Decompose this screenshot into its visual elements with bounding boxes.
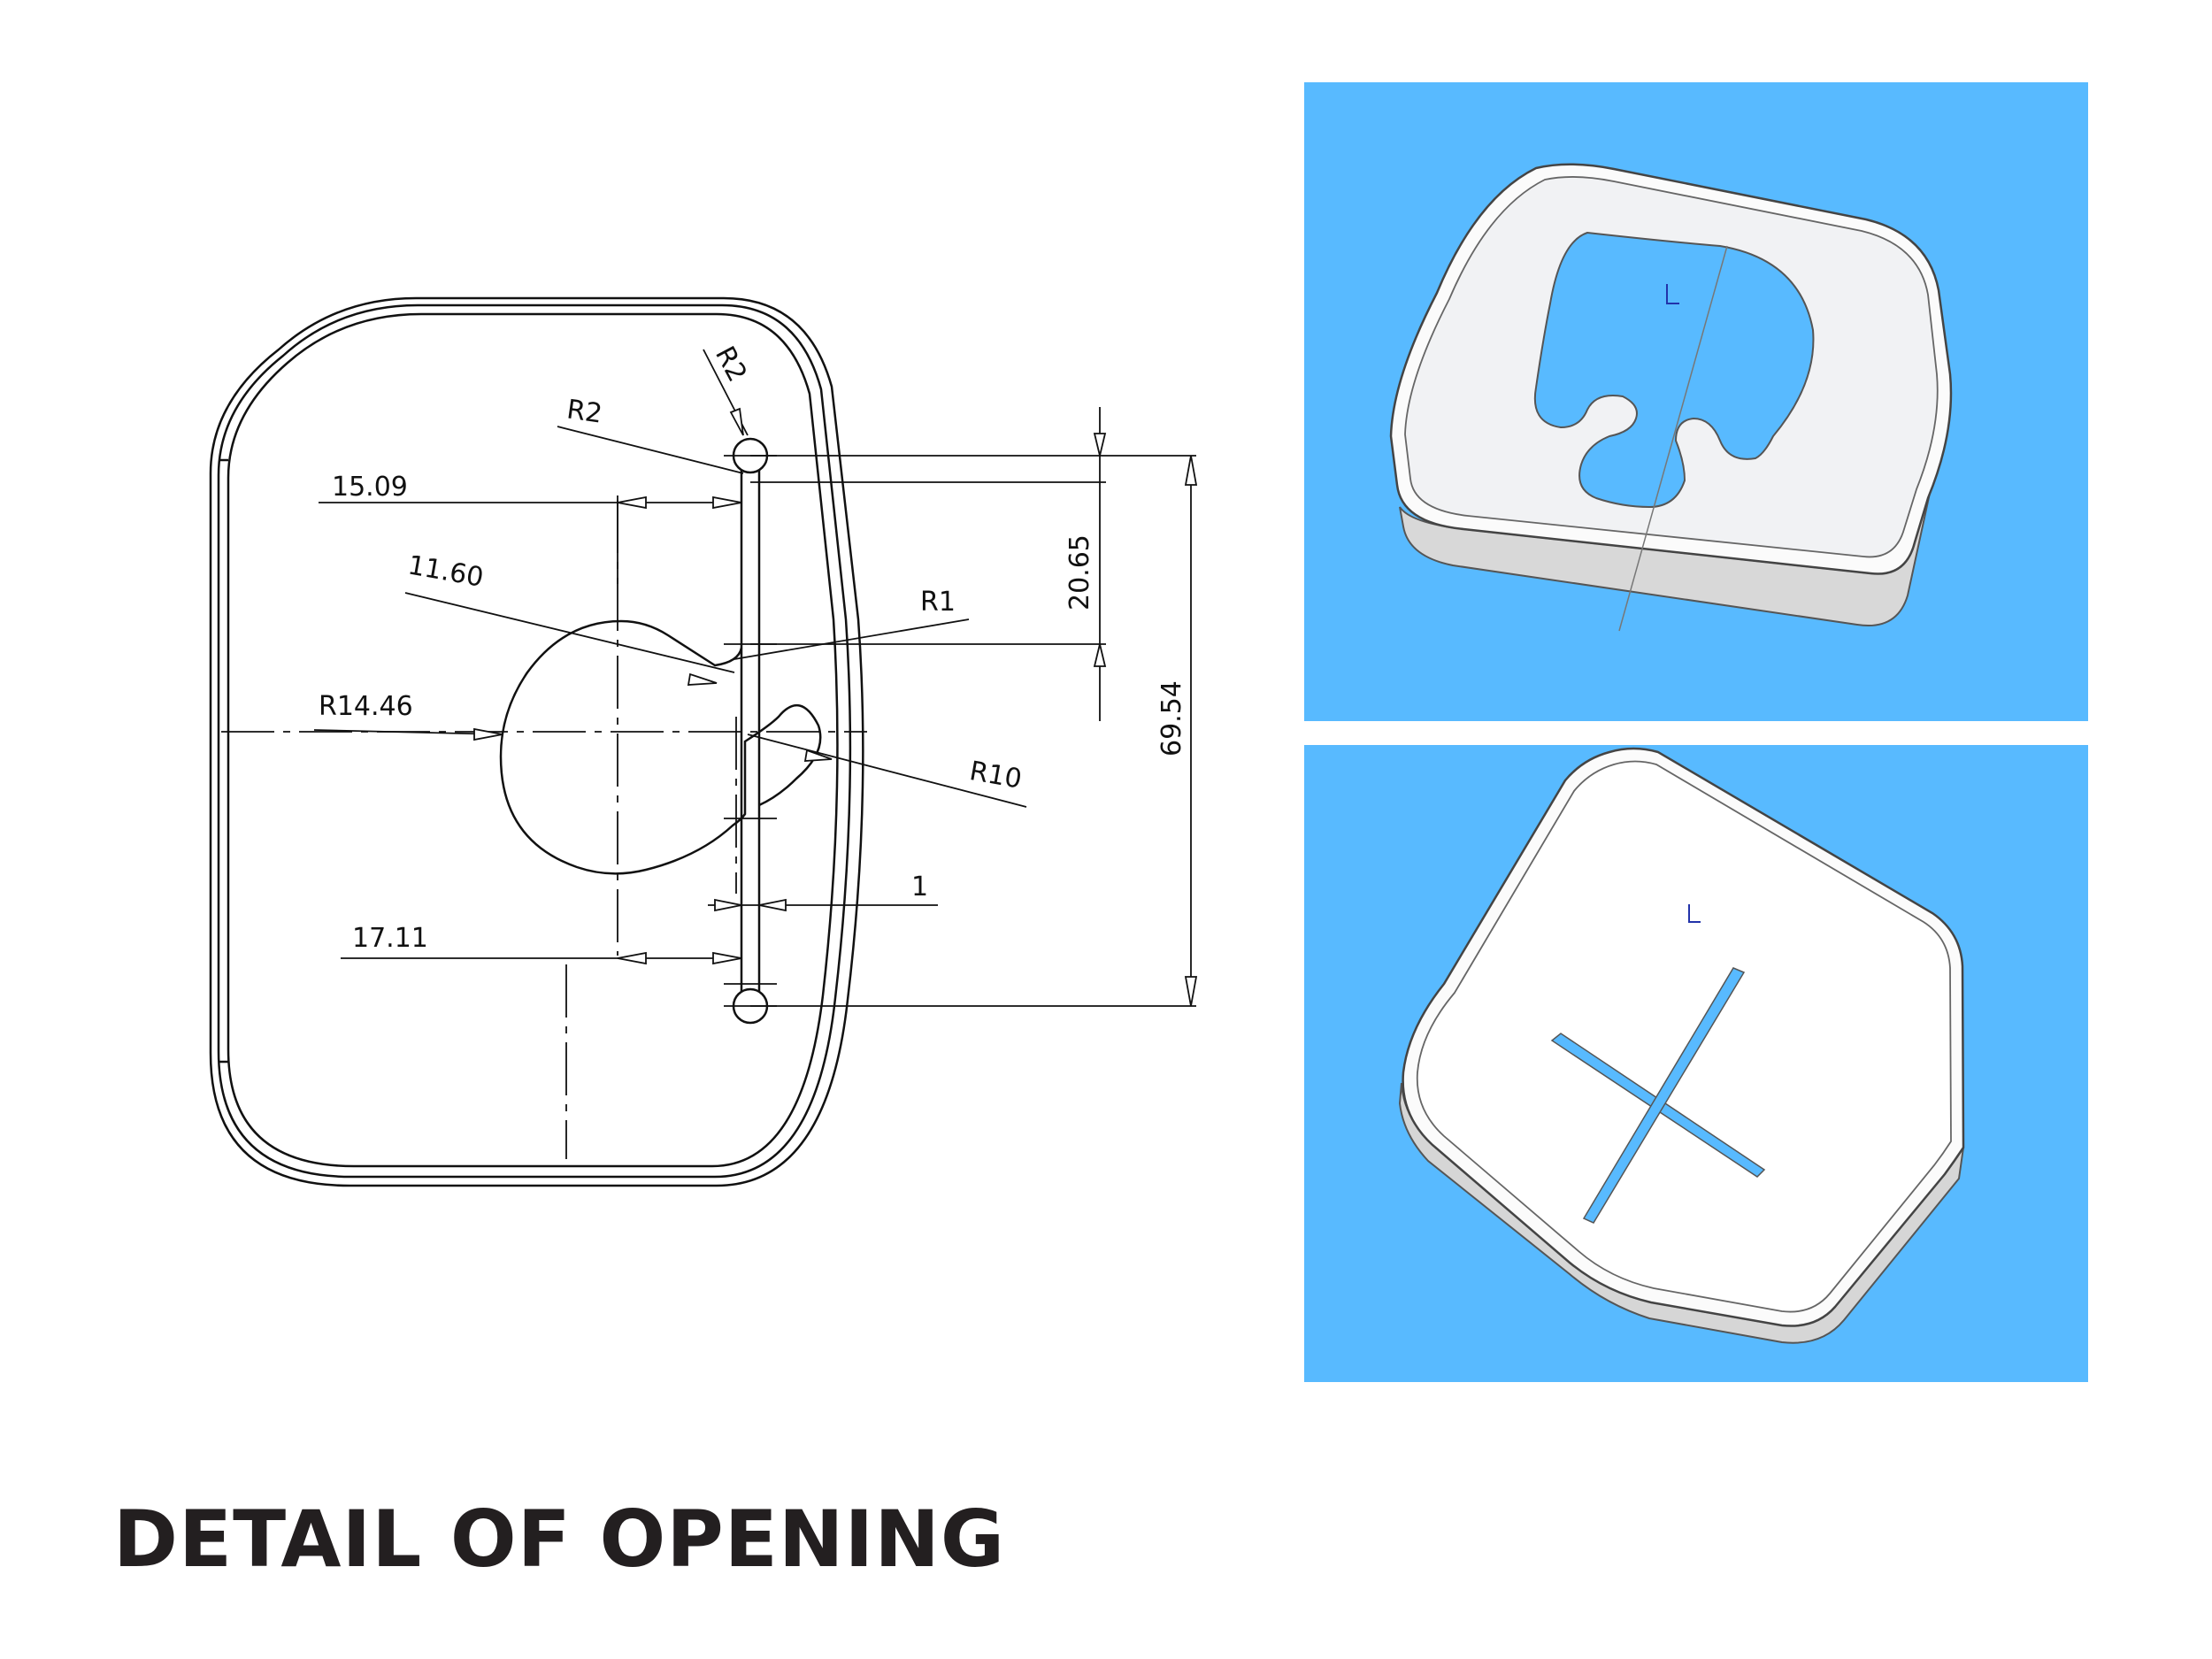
slot-center-marks [724, 455, 777, 1007]
dim-label-20-65: 20.65 [1064, 534, 1095, 611]
plate-outline-outer [209, 296, 864, 1187]
render-panel-top [1304, 82, 2088, 721]
arrow-20-65-top [1093, 433, 1107, 457]
plate-outline-mid [217, 303, 852, 1179]
dim-label-r14-46: R14.46 [319, 691, 413, 722]
arrow-17-11-a [617, 951, 647, 965]
opening-shape [1533, 231, 1815, 509]
dim-label-15-09: 15.09 [332, 472, 408, 503]
arrow-r2-top [729, 407, 744, 436]
dim-line-15-09 [319, 495, 741, 584]
arrow-1-b [758, 898, 787, 912]
plate-lip-left [219, 458, 228, 1064]
dim-label-r2-top: R2 [709, 342, 753, 388]
arrow-17-11-b [712, 951, 742, 965]
dim-label-r2-side: R2 [565, 394, 603, 429]
leader-r14-46 [313, 729, 503, 735]
dim-label-17-11: 17.11 [352, 923, 428, 954]
plate-outline-inner [227, 312, 839, 1168]
leader-r1 [733, 618, 970, 660]
dim-label-1: 1 [911, 872, 928, 902]
arrow-69-54-bottom [1184, 976, 1198, 1007]
dim-label-11-60: 11.60 [405, 549, 486, 593]
render-plate-opening [1389, 163, 1953, 632]
page-title: DETAIL OF OPENING [113, 1494, 1006, 1585]
arrow-r10 [803, 749, 833, 762]
leader-11-60 [404, 592, 735, 673]
technical-drawing: R2 R2 15.09 11.60 R1 R14.46 R10 1 17.11 … [209, 296, 1198, 1187]
cross-slit-b [1582, 967, 1746, 1224]
extension-lines-right [750, 455, 1196, 1007]
arrow-69-54-top [1184, 455, 1198, 486]
dim-label-69-54: 69.54 [1156, 680, 1187, 757]
dim-label-r1: R1 [920, 587, 956, 618]
leader-r2-side [557, 426, 744, 474]
arrow-15-09-b [712, 495, 742, 510]
arrow-15-09-a [617, 495, 647, 510]
slot-edges [740, 471, 761, 991]
arrow-20-65-bottom [1093, 643, 1107, 667]
keyhole-opening [499, 619, 822, 875]
dim-label-r10: R10 [967, 756, 1024, 795]
render-panel-bottom [1304, 745, 2088, 1382]
leader-r10 [747, 733, 1027, 808]
arrow-11-60 [687, 672, 718, 686]
render-plate-cross [1398, 747, 1965, 1344]
arrow-1-a [714, 898, 742, 912]
arrow-r14-46 [473, 727, 503, 741]
